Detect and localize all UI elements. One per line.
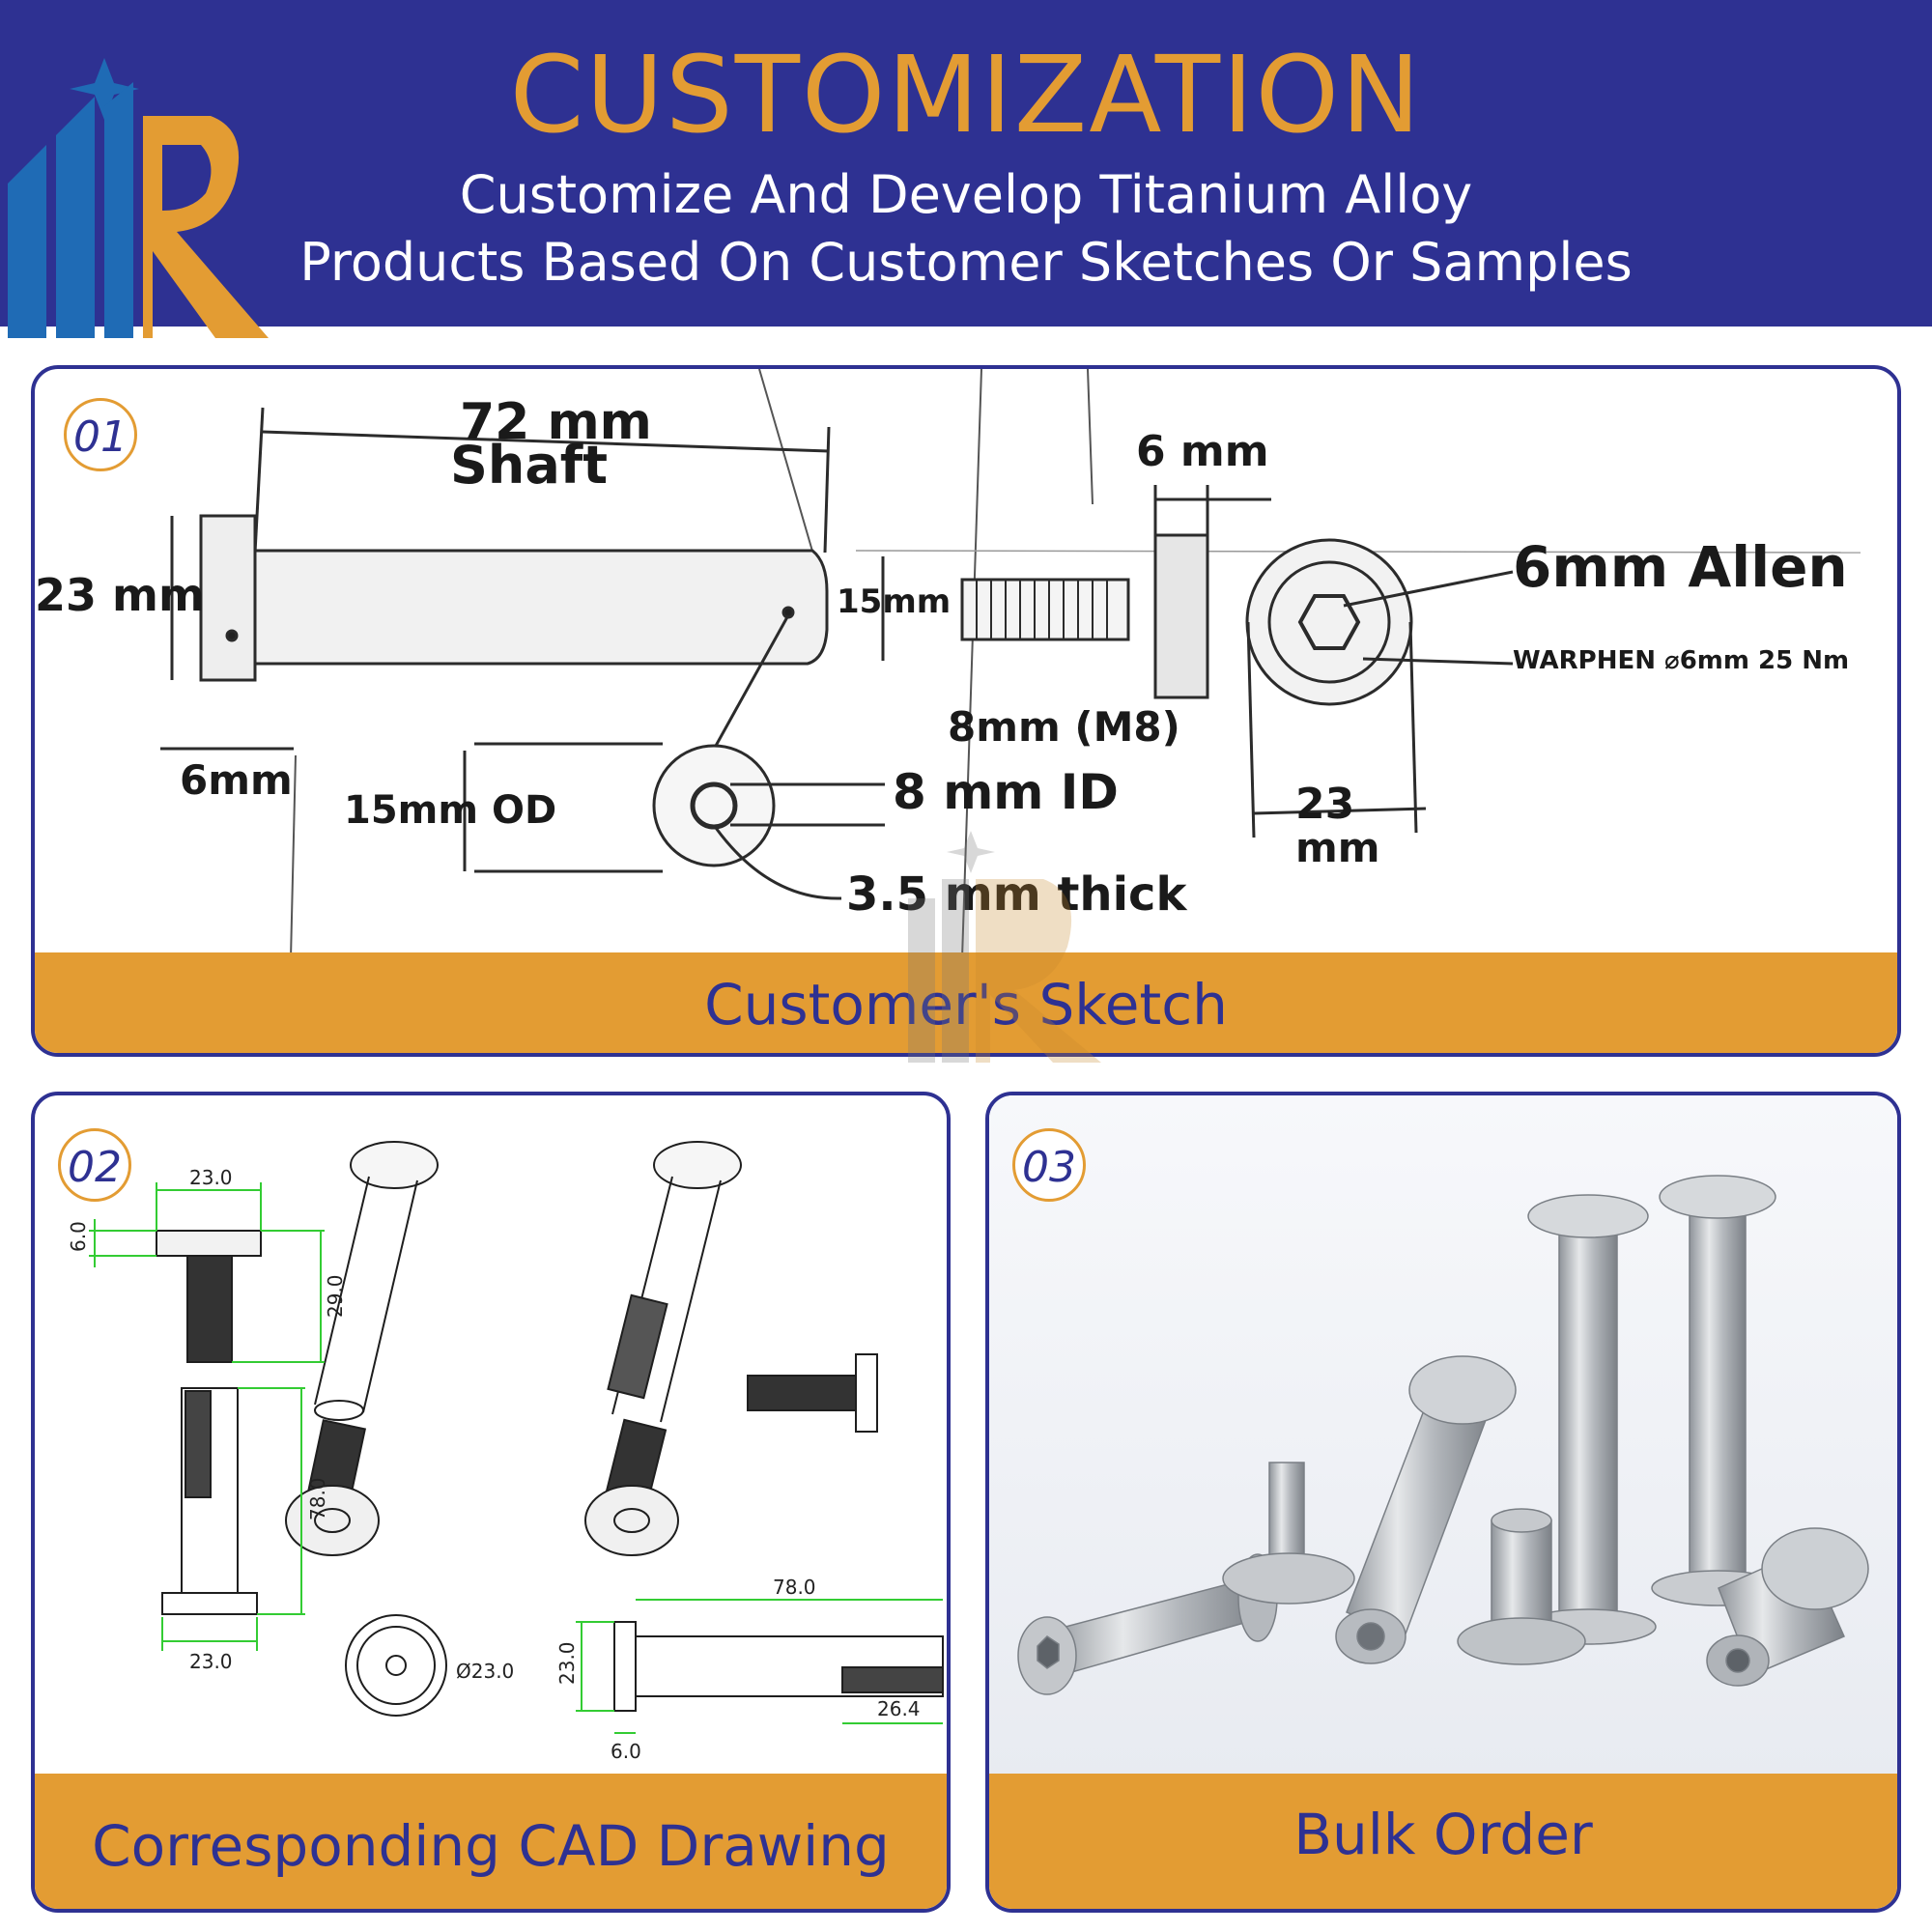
cad-bolt-head-width: 23.0 (189, 1166, 233, 1189)
header-banner: CUSTOMIZATION Customize And Develop Tita… (0, 0, 1932, 338)
panel-number-badge: 03 (1012, 1128, 1086, 1202)
sketch-cap-dia-value: 23 (1295, 780, 1354, 829)
cad-sleeve-length: 78.0 (306, 1477, 329, 1520)
panel-bulk-order: Bulk Order 03 (985, 1092, 1901, 1913)
sketch-drawing: 72 mm Shaft 23 mm 6mm 15mm 6 mm 8mm (M8)… (35, 369, 1861, 958)
cad-side-length: 78.0 (773, 1576, 816, 1599)
sketch-allen: 6mm Allen (1513, 534, 1848, 600)
sketch-head-thick: 6mm (180, 756, 293, 804)
caption-bulk-order: Bulk Order (989, 1774, 1897, 1909)
cad-drawing: 23.0 6.0 29.0 78.0 23.0 Ø23.0 78.0 23.0 … (67, 1141, 944, 1763)
subtitle-line-1: Customize And Develop Titanium Alloy (459, 164, 1473, 225)
sketch-marking: WARPHEN ⌀6mm 25 Nm (1513, 646, 1849, 675)
sketch-washer-id: 8 mm ID (893, 764, 1119, 820)
sketch-head-dia: 23 mm (35, 569, 205, 621)
sketch-cap-dia-unit: mm (1295, 824, 1380, 871)
cad-side-head: 6.0 (611, 1740, 641, 1763)
product-photo (989, 1095, 1897, 1781)
panel-cad-drawing: 23.0 6.0 29.0 78.0 23.0 Ø23.0 78.0 23.0 … (31, 1092, 951, 1913)
sketch-shaft-word: Shaft (450, 435, 608, 496)
sketch-shaft-length: 72 mm (460, 393, 652, 451)
cad-bolt-head-height: 6.0 (67, 1221, 90, 1252)
cad-cap-dia: Ø23.0 (456, 1660, 514, 1683)
sketch-washer-od: 15mm OD (344, 788, 556, 833)
cad-bolt-length: 29.0 (324, 1274, 347, 1318)
panel-number-badge: 02 (58, 1128, 131, 1202)
cad-side-thread: 26.4 (877, 1697, 921, 1720)
cad-sleeve-width: 23.0 (189, 1650, 233, 1673)
panel-customer-sketch: 72 mm Shaft 23 mm 6mm 15mm 6 mm 8mm (M8)… (31, 365, 1901, 1057)
caption-cad-drawing: Corresponding CAD Drawing (35, 1774, 947, 1909)
caption-customer-sketch: Customer's Sketch (35, 952, 1897, 1053)
panel-number-badge: 01 (64, 398, 137, 471)
watermark-logo-icon (908, 831, 1101, 1063)
sketch-washer-thick: 3.5 mm thick (846, 867, 1188, 922)
sketch-bolt-head-thick: 6 mm (1136, 427, 1269, 476)
sketch-shaft-dia: 15mm (837, 582, 951, 621)
page-title: CUSTOMIZATION (509, 33, 1423, 156)
sketch-bolt-thread: 8mm (M8) (948, 703, 1180, 751)
cad-side-height: 23.0 (555, 1641, 579, 1685)
company-logo-icon (8, 58, 269, 338)
subtitle-line-2: Products Based On Customer Sketches Or S… (299, 232, 1633, 293)
